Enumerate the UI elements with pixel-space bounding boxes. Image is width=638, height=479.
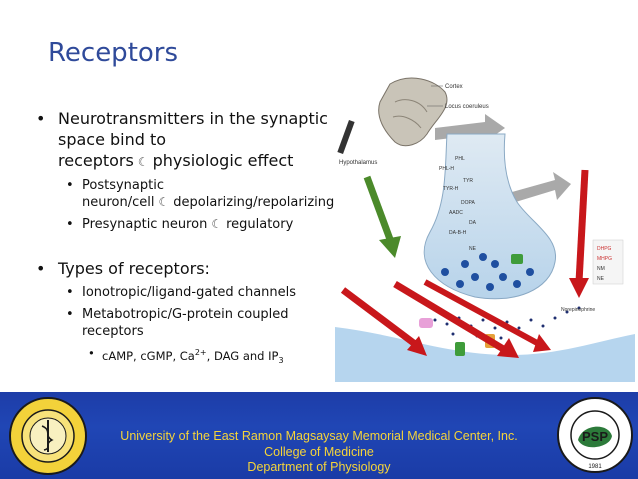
- grey-arrow-mid: [505, 172, 571, 204]
- red-arrow-3: [423, 279, 541, 347]
- label-norepinephrine: Norepinephrine: [561, 307, 595, 313]
- bullet-types-of-receptors: Types of receptors:: [36, 258, 336, 279]
- bullet-neurotransmitters: Neurotransmitters in the synaptic space …: [36, 108, 336, 173]
- brain-slice: [378, 77, 448, 147]
- svg-text:DA-B-H: DA-B-H: [449, 230, 467, 236]
- dark-marker: [337, 119, 355, 155]
- arrow-symbol-icon: ☾: [211, 217, 223, 231]
- svg-text:1981: 1981: [588, 464, 602, 470]
- svg-text:AADC: AADC: [449, 210, 463, 216]
- bullet-ionotropic: Ionotropic/ligand-gated channels: [36, 284, 336, 301]
- label-cortex: Cortex: [445, 84, 463, 90]
- svg-text:DA: DA: [469, 220, 477, 226]
- footer-banner: University of the East Ramon Magsaysay M…: [0, 392, 638, 479]
- footer-department: Department of Physiology: [247, 460, 391, 474]
- bullet-list: Neurotransmitters in the synaptic space …: [36, 108, 336, 369]
- svg-text:PHL: PHL: [455, 156, 465, 162]
- footer-college: College of Medicine: [264, 445, 374, 459]
- svg-text:NE: NE: [597, 276, 605, 282]
- svg-text:NE: NE: [469, 246, 477, 252]
- slide-title: Receptors: [48, 38, 179, 68]
- bullet-postsynaptic: Postsynaptic neuron/cell☾depolarizing/re…: [36, 177, 336, 211]
- bullet-second-messengers: cAMP, cGMP, Ca2+, DAG and IP3: [36, 345, 336, 369]
- svg-text:TYR-H: TYR-H: [443, 186, 459, 192]
- label-locus: Locus coeruleus: [445, 104, 489, 110]
- svg-text:DHPG: DHPG: [597, 246, 612, 252]
- bullet-presynaptic: Presynaptic neuron☾regulatory: [36, 216, 336, 233]
- svg-text:TYR: TYR: [463, 178, 473, 184]
- green-arrow: [363, 175, 395, 244]
- footer-university: University of the East Ramon Magsaysay M…: [120, 429, 518, 443]
- red-arrow-4: [575, 169, 589, 283]
- red-arrow-2: [393, 280, 507, 354]
- arrow-symbol-icon: ☾: [137, 155, 149, 169]
- svg-text:DOPA: DOPA: [461, 200, 475, 206]
- arrow-symbol-icon: ☾: [158, 195, 170, 209]
- postsynaptic-membrane: [335, 327, 635, 382]
- vesicles: [441, 253, 534, 291]
- label-hypothalamus: Hypothalamus: [339, 160, 377, 166]
- red-arrow-1: [340, 287, 418, 347]
- synapse-diagram: Cortex Locus coeruleus Hypothalamus PHL …: [335, 77, 635, 382]
- svg-text:PSP: PSP: [582, 429, 608, 444]
- svg-text:MHPG: MHPG: [597, 256, 612, 262]
- svg-text:PHL-H: PHL-H: [439, 166, 454, 172]
- svg-text:NM: NM: [597, 266, 605, 272]
- receptor-green-top: [511, 254, 523, 264]
- psp-seal-logo: PSP 1981: [557, 397, 633, 473]
- receptor-pink: [419, 318, 433, 328]
- receptor-green: [455, 342, 465, 356]
- uermmmc-seal-logo: [9, 397, 87, 475]
